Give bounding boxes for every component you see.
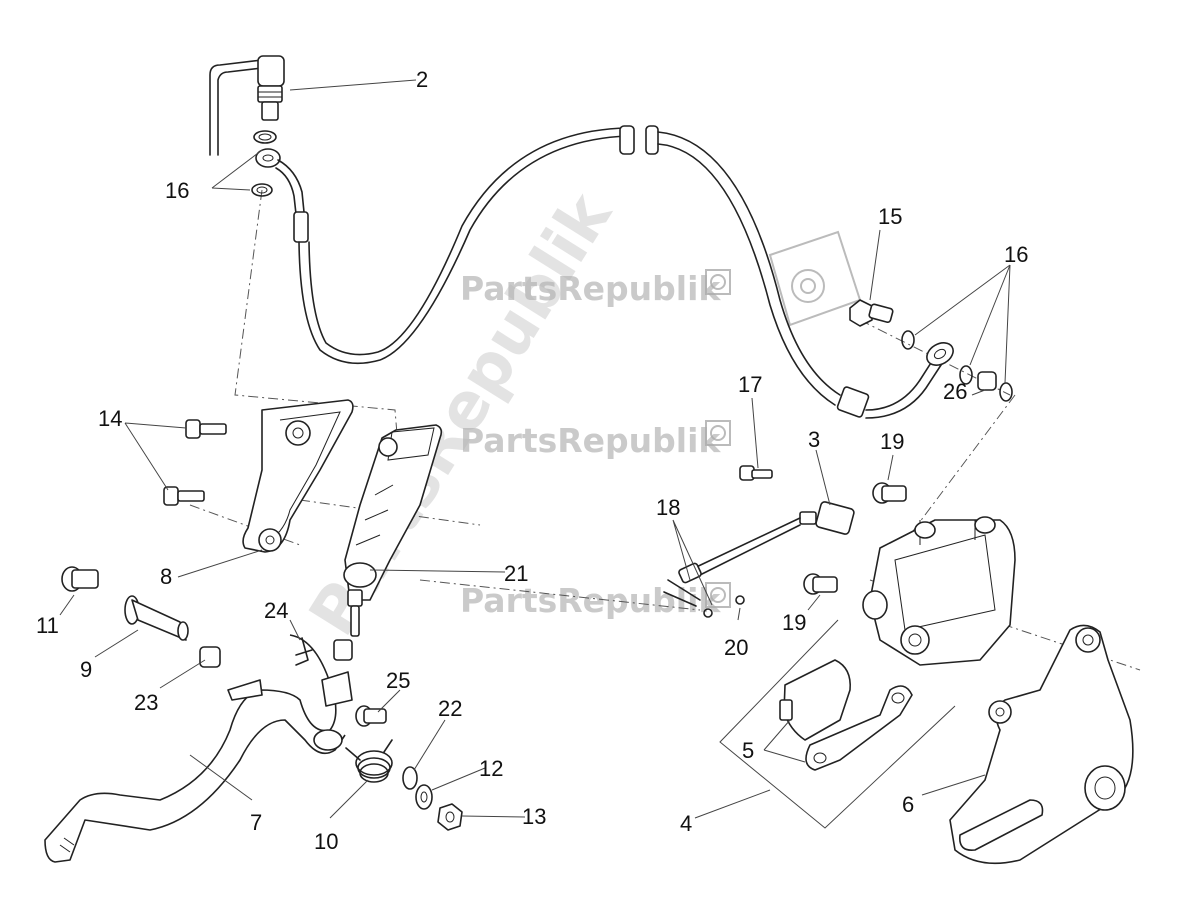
callout-6: 6 <box>902 792 914 817</box>
callout-22: 22 <box>438 696 462 721</box>
part-25-clevis <box>321 639 387 727</box>
callout-3: 3 <box>808 427 820 452</box>
callout-15: 15 <box>878 204 902 229</box>
part-2-elbow-fitting <box>209 55 285 156</box>
part-24-cotter-pin <box>295 637 313 666</box>
part-13-nut <box>437 803 463 831</box>
part-8-bracket <box>242 399 354 553</box>
callout-19-top: 19 <box>880 429 904 454</box>
callout-14: 14 <box>98 406 122 431</box>
callout-18: 18 <box>656 495 680 520</box>
watermark-text-middle: PartsRepublik <box>460 421 721 460</box>
callout-16-left: 16 <box>165 178 189 203</box>
part-11-bolt <box>61 566 99 592</box>
callout-7: 7 <box>250 810 262 835</box>
callout-25: 25 <box>386 668 410 693</box>
callout-9: 9 <box>80 657 92 682</box>
part-16-26-washers-right <box>901 330 1013 402</box>
callout-10: 10 <box>314 829 338 854</box>
callout-21: 21 <box>504 561 528 586</box>
part-12-22-washers <box>402 766 433 810</box>
part-15-banjo-bolt <box>849 299 894 327</box>
part-9-pivot-pin <box>124 595 189 641</box>
part-16-washers-left <box>251 130 277 197</box>
part-4-5-brake-pads <box>719 619 956 829</box>
callout-5: 5 <box>742 738 754 763</box>
leader-lines <box>59 79 1011 819</box>
callout-labels: 2 16 15 16 17 3 19 26 14 18 8 21 11 9 24… <box>36 67 1028 854</box>
callout-4: 4 <box>680 811 692 836</box>
callout-2: 2 <box>416 67 428 92</box>
watermark-text-top: PartsRepublik <box>460 269 721 308</box>
part-10-return-spring <box>345 739 393 783</box>
callout-16-right: 16 <box>1004 242 1028 267</box>
brake-hose <box>255 125 954 419</box>
callout-26: 26 <box>943 379 967 404</box>
part-14-screws <box>163 419 227 506</box>
brake-caliper <box>862 516 1016 666</box>
callout-13: 13 <box>522 804 546 829</box>
part-21-master-cylinder <box>343 424 443 637</box>
part-17-screw <box>739 465 773 481</box>
part-19-pins <box>803 482 907 595</box>
callout-12: 12 <box>479 756 503 781</box>
callout-23: 23 <box>134 690 158 715</box>
part-7-brake-pedal <box>44 634 346 863</box>
part-6-caliper-bracket <box>949 624 1134 865</box>
part-20-clips <box>703 595 745 618</box>
watermark-text-bottom: PartsRepublik <box>460 581 721 620</box>
callout-17: 17 <box>738 372 762 397</box>
callout-11: 11 <box>36 613 59 638</box>
callout-20: 20 <box>724 635 748 660</box>
callout-8: 8 <box>160 564 172 589</box>
callout-19-bottom: 19 <box>782 610 806 635</box>
part-23-bushing <box>199 646 221 668</box>
callout-24: 24 <box>264 598 288 623</box>
